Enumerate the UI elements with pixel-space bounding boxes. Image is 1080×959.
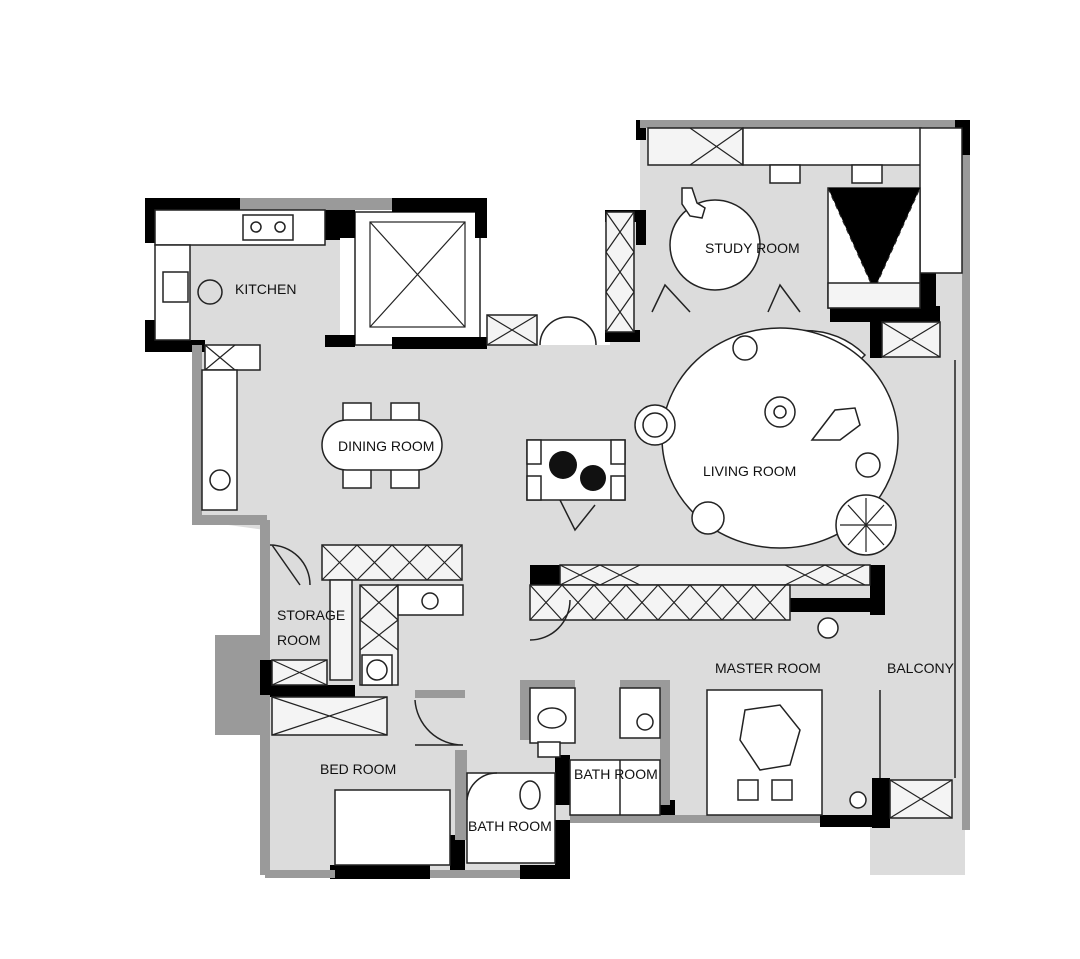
living-furniture <box>526 327 899 556</box>
room-label-bath-2: BATH ROOM <box>574 766 658 782</box>
master-bed <box>706 689 953 819</box>
entry-door <box>486 314 597 346</box>
room-label-bed: BED ROOM <box>320 761 396 777</box>
closet-cabinet <box>605 211 635 333</box>
kitchen-fixtures <box>154 209 326 511</box>
room-label-dining: DINING ROOM <box>338 438 434 454</box>
room-label-storage-line1: STORAGE <box>277 607 345 623</box>
room-label-balcony: BALCONY <box>887 660 955 676</box>
elevator-shaft <box>354 211 481 346</box>
room-label-study: STUDY ROOM <box>705 240 800 256</box>
tv-cabinet <box>529 564 871 639</box>
room-label-storage-line2: ROOM <box>277 632 321 648</box>
room-label-master: MASTER ROOM <box>715 660 821 676</box>
room-label-kitchen: KITCHEN <box>235 281 296 297</box>
storage-cabinets <box>269 544 464 686</box>
partition-walls <box>192 120 970 878</box>
room-label-living: LIVING ROOM <box>703 463 796 479</box>
study-furniture <box>647 127 963 358</box>
bath-fixtures <box>466 687 661 864</box>
room-label-bath-1: BATH ROOM <box>468 818 552 834</box>
dining-table <box>321 402 443 489</box>
bedroom-furniture <box>271 599 571 866</box>
